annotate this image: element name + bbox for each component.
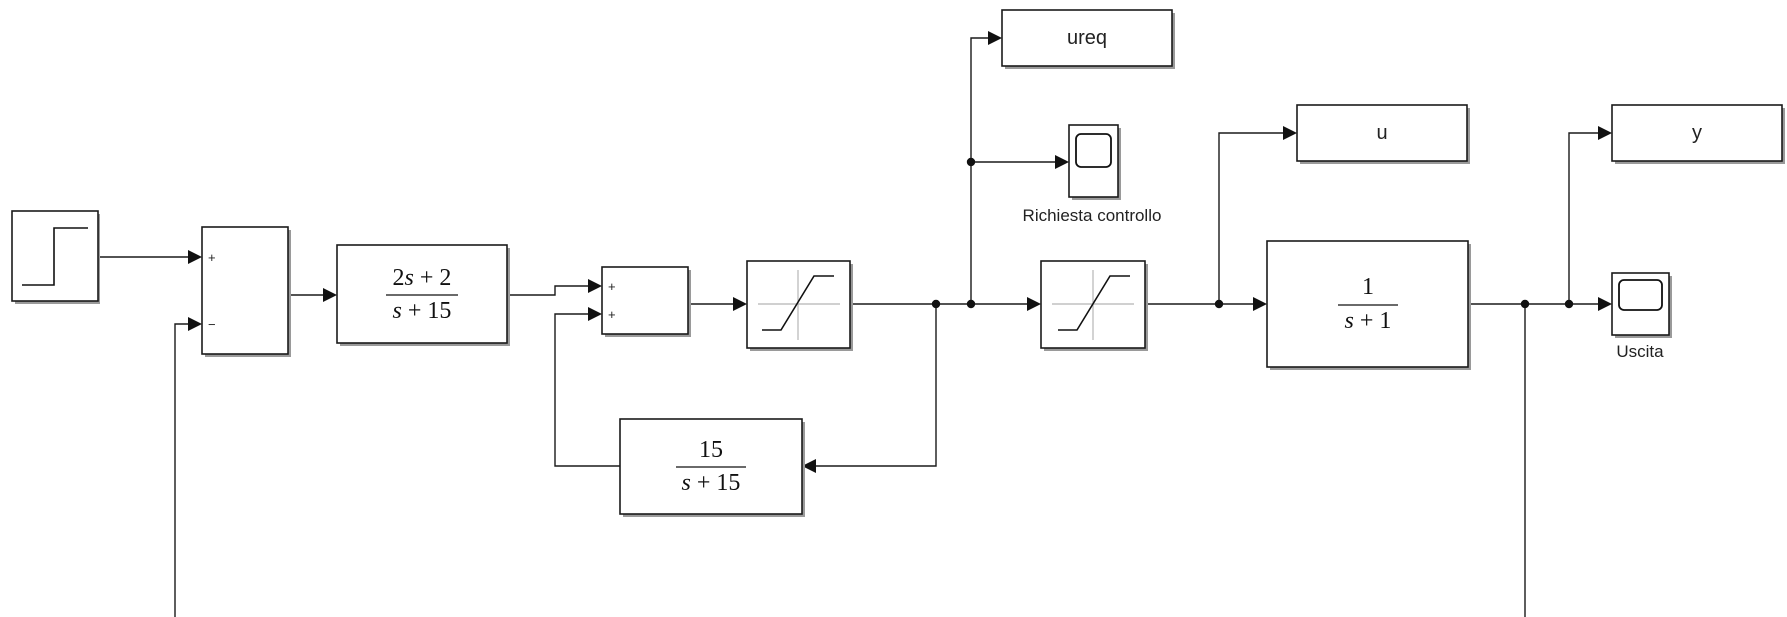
branch-points xyxy=(931,157,1574,309)
saturation-block-1[interactable] xyxy=(746,260,853,351)
feedback-numerator: 15 xyxy=(699,437,723,463)
sum1-sign-plus: + xyxy=(208,250,216,265)
feedback-transfer-fcn[interactable]: 15 s + 15 xyxy=(619,418,805,517)
plant-transfer-fcn[interactable]: 1 s + 1 xyxy=(1266,240,1471,370)
scope-icon xyxy=(1618,279,1663,311)
plant-numerator: 1 xyxy=(1362,274,1374,300)
feedback-denominator: s + 15 xyxy=(682,470,741,496)
controller-numerator: 2s + 2 xyxy=(393,265,452,291)
saturation-block-2[interactable] xyxy=(1040,260,1148,351)
saturation-icon xyxy=(758,270,840,340)
scope-icon xyxy=(1075,133,1112,168)
sum1-sign-minus: − xyxy=(208,317,216,332)
u-label: u xyxy=(1376,122,1387,144)
arrow-heads xyxy=(188,31,1612,473)
saturation-icon xyxy=(1052,270,1134,340)
step-icon xyxy=(22,227,88,286)
outport-u[interactable]: u xyxy=(1296,104,1470,164)
step-block[interactable] xyxy=(11,210,100,304)
outport-ureq[interactable]: ureq xyxy=(1001,9,1175,69)
sum-block-antiwindup[interactable]: + + xyxy=(601,266,691,337)
sum-block-error[interactable]: + − xyxy=(201,226,291,357)
controller-denominator: s + 15 xyxy=(393,298,452,324)
sum2-sign-plus-bottom: + xyxy=(608,307,616,322)
scope-control-request[interactable]: Richiesta controllo xyxy=(1023,124,1162,225)
controller-transfer-fcn[interactable]: 2s + 2 s + 15 xyxy=(336,244,510,346)
y-label: y xyxy=(1692,122,1702,144)
scope-control-request-caption: Richiesta controllo xyxy=(1023,206,1162,225)
scope-output-caption: Uscita xyxy=(1616,342,1664,361)
sum2-sign-plus-top: + xyxy=(608,279,616,294)
ureq-label: ureq xyxy=(1067,27,1107,49)
scope-output[interactable]: Uscita xyxy=(1611,272,1672,361)
outport-y[interactable]: y xyxy=(1611,104,1785,164)
plant-denominator: s + 1 xyxy=(1345,308,1392,334)
